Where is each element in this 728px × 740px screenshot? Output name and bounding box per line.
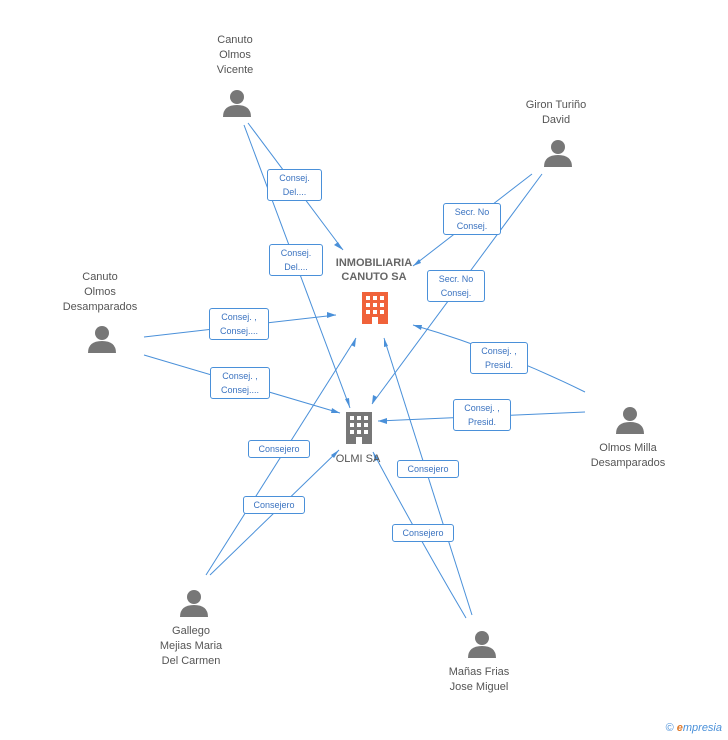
edge-label-gallego-olmi[interactable]: Consejero (243, 496, 305, 514)
edge-label-giron-inmobiliaria[interactable]: Secr. No Consej. (443, 203, 501, 235)
brand-rest: mpresia (682, 722, 722, 734)
person-icon-canuto-vicente[interactable] (223, 90, 251, 117)
person-label-manas[interactable]: Mañas Frias Jose Miguel (448, 666, 510, 693)
person-icon-olmos-milla[interactable] (616, 407, 644, 434)
person-label-canuto-desamparados[interactable]: Canuto Olmos Desamparados (62, 271, 138, 313)
person-icon-gallego[interactable] (180, 590, 208, 617)
copyright-symbol: © (665, 722, 674, 734)
person-label-giron[interactable]: Giron Turiño David (525, 99, 587, 126)
building-icon-inmobiliaria[interactable] (362, 292, 388, 324)
person-icon-giron[interactable] (544, 140, 572, 167)
edge-label-desamparados-inmobiliaria[interactable]: Consej. , Consej.... (209, 308, 269, 340)
edge-label-milla-olmi[interactable]: Consej. , Presid. (453, 399, 511, 431)
brand-first-letter: e (676, 722, 683, 734)
edge-label-gallego-inmobiliaria[interactable]: Consejero (248, 440, 310, 458)
edge-label-manas-inmobiliaria[interactable]: Consejero (397, 460, 459, 478)
person-icon-canuto-desamparados[interactable] (88, 326, 116, 353)
person-label-olmos-milla[interactable]: Olmos Milla Desamparados (590, 442, 666, 469)
building-icon-olmi[interactable] (346, 412, 372, 444)
footer-brand: © empresia (666, 722, 722, 734)
person-label-gallego[interactable]: Gallego Mejias Maria Del Carmen (159, 625, 223, 667)
arrowheads (327, 242, 422, 461)
edge-label-desamparados-olmi[interactable]: Consej. , Consej.... (210, 367, 270, 399)
person-label-canuto-vicente[interactable]: Canuto Olmos Vicente (216, 34, 254, 76)
edge-label-milla-inmobiliaria[interactable]: Consej. , Presid. (470, 342, 528, 374)
edge-label-manas-olmi[interactable]: Consejero (392, 524, 454, 542)
edge-label-vicente-inmobiliaria[interactable]: Consej. Del.... (267, 169, 322, 201)
person-icon-manas[interactable] (468, 631, 496, 658)
edge-label-giron-olmi[interactable]: Secr. No Consej. (427, 270, 485, 302)
company-label-inmobiliaria[interactable]: INMOBILIARIA CANUTO SA (335, 257, 413, 283)
company-label-olmi[interactable]: OLMI SA (335, 453, 381, 465)
edge-label-vicente-olmi[interactable]: Consej. Del.... (269, 244, 323, 276)
brand-logo[interactable]: empresia (677, 722, 722, 734)
